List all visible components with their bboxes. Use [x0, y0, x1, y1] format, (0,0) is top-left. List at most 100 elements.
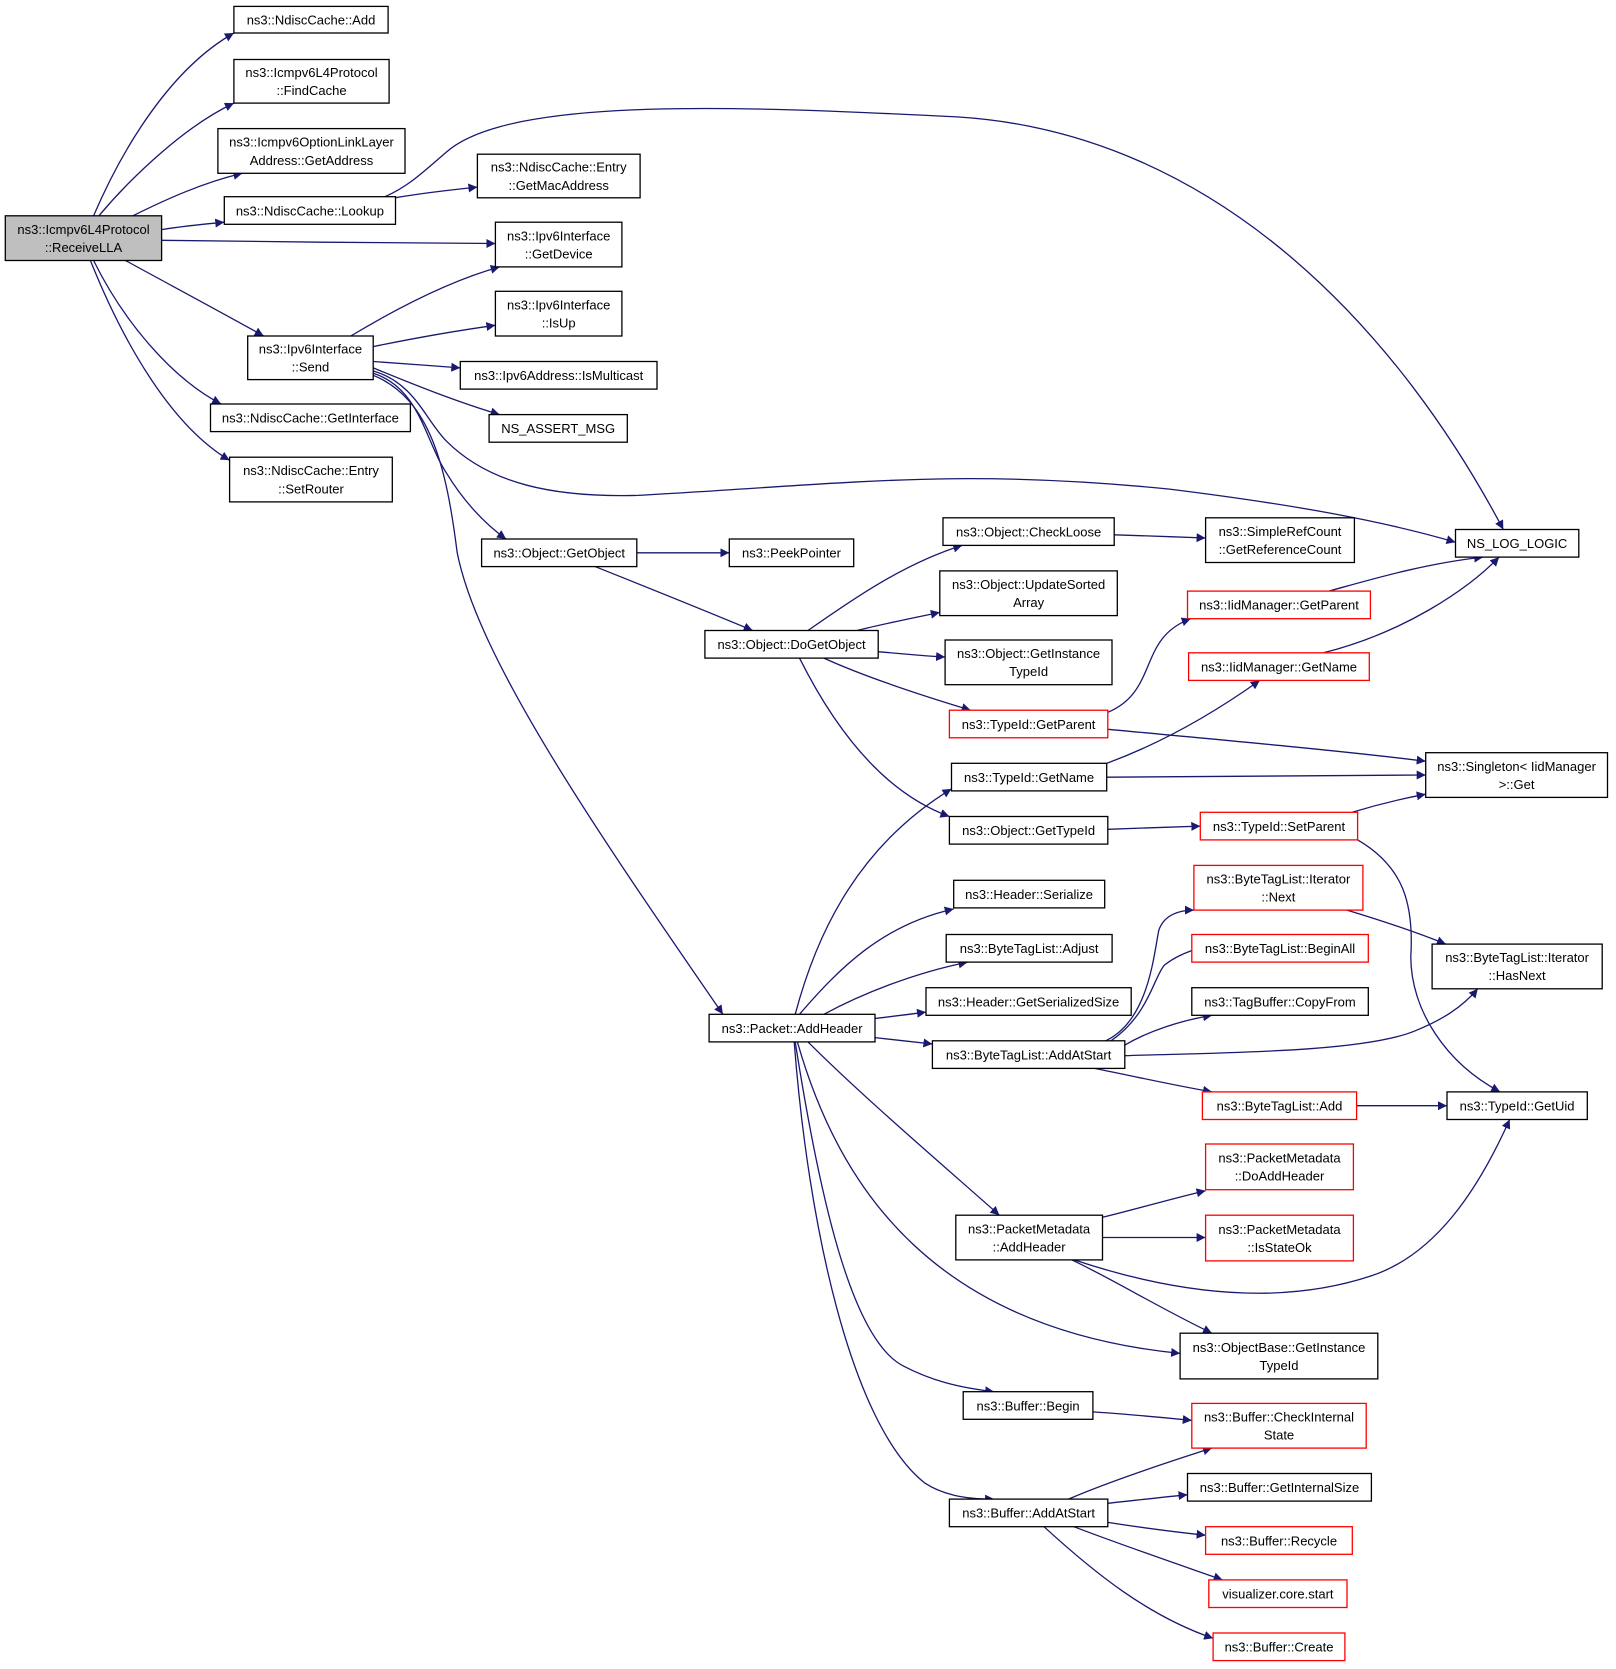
- edge-arrow: [878, 651, 946, 662]
- node-label: ns3::Buffer::Recycle: [1221, 1533, 1337, 1548]
- node-ipv6if-is-up[interactable]: ns3::Ipv6Interface::IsUp: [494, 290, 623, 337]
- edge-buffer_add_at_start-to-buffer_check_internal_state: [1068, 1446, 1213, 1500]
- node-box: [494, 290, 623, 337]
- node-iid-get-parent[interactable]: ns3::IidManager::GetParent: [1186, 590, 1372, 620]
- node-btl-add[interactable]: ns3::ByteTagList::Add: [1201, 1091, 1358, 1121]
- node-buffer-add-at-start[interactable]: ns3::Buffer::AddAtStart: [948, 1498, 1109, 1528]
- node-btl-iter-next[interactable]: ns3::ByteTagList::Iterator::Next: [1193, 864, 1364, 911]
- node-pm-do-add-header[interactable]: ns3::PacketMetadata::DoAddHeader: [1204, 1143, 1355, 1191]
- edge-arrow: [350, 264, 500, 337]
- node-box: [1431, 943, 1603, 990]
- node-typeid-get-uid[interactable]: ns3::TypeId::GetUid: [1446, 1091, 1588, 1121]
- node-header-get-serialized-size[interactable]: ns3::Header::GetSerializedSize: [925, 987, 1132, 1016]
- node-ipv6if-send[interactable]: ns3::Ipv6Interface::Send: [247, 335, 374, 381]
- node-label: ns3::PacketMetadata: [968, 1221, 1091, 1236]
- node-ndisc-lookup[interactable]: ns3::NdiscCache::Lookup: [223, 196, 397, 225]
- node-peek-pointer[interactable]: ns3::PeekPointer: [728, 538, 855, 568]
- node-label: >::Get: [1499, 777, 1535, 792]
- node-box: [1191, 933, 1369, 963]
- edge-typeid_set_parent-to-singleton_get: [1352, 791, 1426, 813]
- node-box: [1201, 1091, 1358, 1121]
- node-typeid-get-name[interactable]: ns3::TypeId::GetName: [950, 762, 1108, 792]
- node-opt-get-address[interactable]: ns3::Icmpv6OptionLinkLayerAddress::GetAd…: [217, 127, 406, 174]
- node-pm-is-state-ok[interactable]: ns3::PacketMetadata::IsStateOk: [1204, 1214, 1355, 1262]
- node-ns-log-logic[interactable]: NS_LOG_LOGIC: [1454, 528, 1580, 558]
- node-ipv6addr-is-multicast[interactable]: ns3::Ipv6Address::IsMulticast: [459, 360, 658, 390]
- edge-arrow: [1106, 770, 1426, 780]
- node-typeid-get-parent[interactable]: ns3::TypeId::GetParent: [948, 709, 1109, 739]
- node-label: ns3::ByteTagList::Adjust: [960, 941, 1099, 956]
- node-ndisc-add[interactable]: ns3::NdiscCache::Add: [233, 5, 389, 34]
- node-buffer-recycle[interactable]: ns3::Buffer::Recycle: [1204, 1526, 1353, 1555]
- node-object-check-loose[interactable]: ns3::Object::CheckLoose: [942, 517, 1115, 547]
- node-box: [1204, 1526, 1353, 1555]
- node-header-serialize[interactable]: ns3::Header::Serialize: [953, 879, 1106, 909]
- node-entry-set-router[interactable]: ns3::NdiscCache::Entry::SetRouter: [228, 456, 393, 503]
- node-label: ns3::ObjectBase::GetInstance: [1193, 1340, 1366, 1355]
- node-btl-adjust[interactable]: ns3::ByteTagList::Adjust: [945, 933, 1113, 963]
- node-entry-get-mac[interactable]: ns3::NdiscCache::Entry::GetMacAddress: [476, 153, 641, 199]
- node-iid-get-name[interactable]: ns3::IidManager::GetName: [1187, 652, 1370, 682]
- edge-typeid_get_parent-to-singleton_get: [1107, 728, 1426, 765]
- node-find-cache[interactable]: ns3::Icmpv6L4Protocol::FindCache: [233, 58, 390, 104]
- node-box: [1191, 987, 1369, 1016]
- node-ndisc-get-interface[interactable]: ns3::NdiscCache::GetInterface: [209, 403, 412, 433]
- node-simple-ref-count[interactable]: ns3::SimpleRefCount::GetReferenceCount: [1204, 517, 1356, 564]
- node-label: Array: [1013, 595, 1045, 610]
- edge-typeid_get_name-to-singleton_get: [1106, 770, 1426, 780]
- edge-arrow: [796, 1041, 1181, 1357]
- edge-arrow: [1092, 1411, 1192, 1425]
- node-btl-iter-has-next[interactable]: ns3::ByteTagList::Iterator::HasNext: [1431, 943, 1603, 990]
- node-object-get-object[interactable]: ns3::Object::GetObject: [480, 538, 638, 568]
- node-visualizer-core-start[interactable]: visualizer.core.start: [1208, 1579, 1348, 1609]
- node-label: ns3::Object::GetObject: [493, 546, 625, 561]
- node-ns-assert-msg[interactable]: NS_ASSERT_MSG: [488, 413, 628, 443]
- node-label: ns3::ByteTagList::Iterator: [1207, 872, 1351, 887]
- node-box: [494, 221, 623, 268]
- node-pm-add-header[interactable]: ns3::PacketMetadata::AddHeader: [955, 1214, 1104, 1261]
- node-box: [4, 215, 163, 262]
- node-typeid-set-parent[interactable]: ns3::TypeId::SetParent: [1199, 811, 1359, 841]
- node-packet-add-header[interactable]: ns3::Packet::AddHeader: [708, 1013, 876, 1043]
- node-btl-add-at-start[interactable]: ns3::ByteTagList::AddAtStart: [931, 1040, 1126, 1070]
- node-label: ns3::Ipv6Interface: [507, 228, 610, 243]
- edge-arrow: [1073, 1526, 1223, 1582]
- edge-arrow: [1124, 988, 1479, 1057]
- node-buffer-begin[interactable]: ns3::Buffer::Begin: [962, 1391, 1094, 1420]
- edge-packet_add_header-to-buffer_begin: [794, 1041, 995, 1396]
- node-label: ::AddHeader: [993, 1239, 1067, 1254]
- node-label: ::IsUp: [542, 316, 576, 331]
- node-box: [955, 1214, 1104, 1261]
- node-object-get-typeid[interactable]: ns3::Object::GetTypeId: [948, 815, 1109, 845]
- node-box: [1425, 752, 1609, 799]
- edge-arrow: [798, 657, 950, 818]
- edge-btl_add_at_start-to-btl_add: [1094, 1067, 1213, 1095]
- node-label: visualizer.core.start: [1222, 1587, 1334, 1602]
- node-box: [728, 538, 855, 568]
- node-buffer-get-internal-size[interactable]: ns3::Buffer::GetInternalSize: [1186, 1472, 1373, 1502]
- node-btl-begin-all[interactable]: ns3::ByteTagList::BeginAll: [1191, 933, 1369, 963]
- node-label: ns3::Icmpv6L4Protocol: [17, 222, 149, 237]
- edge-object_do_get_object-to-object_check_loose: [807, 543, 963, 632]
- node-tagbuffer-copy-from[interactable]: ns3::TagBuffer::CopyFrom: [1191, 987, 1369, 1016]
- node-ipv6if-get-device[interactable]: ns3::Ipv6Interface::GetDevice: [494, 221, 623, 268]
- node-label: ::GetReferenceCount: [1219, 542, 1342, 557]
- edge-object_do_get_object-to-object_update_sorted: [856, 609, 940, 632]
- node-box: [217, 127, 406, 174]
- edge-arrow: [395, 183, 478, 199]
- edge-btl_add_at_start-to-btl_begin_all: [1110, 945, 1202, 1042]
- node-label: NS_LOG_LOGIC: [1467, 536, 1567, 551]
- edge-arrow: [384, 107, 1504, 530]
- node-receive-lla[interactable]: ns3::Icmpv6L4Protocol::ReceiveLLA: [4, 215, 163, 262]
- node-label: ns3::NdiscCache::GetInterface: [222, 411, 399, 426]
- edge-arrow: [1105, 905, 1194, 1042]
- edge-iid_get_name-to-ns_log_logic: [1323, 556, 1500, 654]
- node-singleton-get[interactable]: ns3::Singleton< IidManager>::Get: [1425, 752, 1609, 799]
- node-buffer-create[interactable]: ns3::Buffer::Create: [1212, 1632, 1346, 1662]
- edge-ipv6if_send-to-ipv6if_get_device: [350, 264, 500, 337]
- node-object-do-get-object[interactable]: ns3::Object::DoGetObject: [704, 629, 879, 659]
